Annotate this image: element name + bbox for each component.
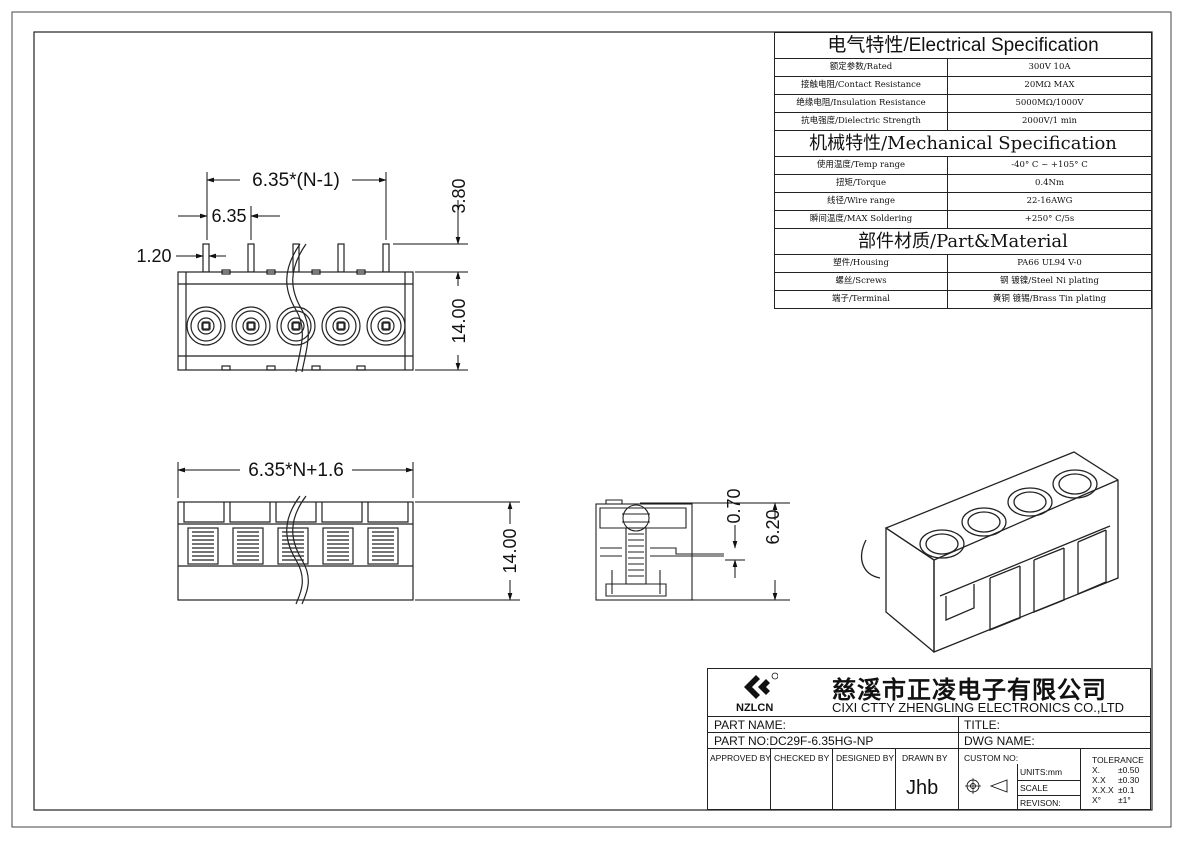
spec-value: 300V 10A bbox=[1028, 62, 1071, 72]
electrical-spec-rows: 额定参数/Rated 300V 10A 接触电阻/Contact Resistanc… bbox=[775, 58, 1151, 130]
mechanical-spec-rows: 使用温度/Temp range -40° C ~ +105° C 扭矩/Torque… bbox=[775, 156, 1151, 228]
spec-row: 端子/Terminal 黄铜 镀锡/Brass Tin plating bbox=[775, 291, 1151, 308]
spec-value: 20MΩ MAX bbox=[1024, 80, 1075, 90]
spec-value: 黄铜 镀锡/Brass Tin plating bbox=[992, 294, 1107, 304]
approved-by-label: APPROVED BY bbox=[710, 753, 771, 763]
spec-value: 5000MΩ/1000V bbox=[1015, 98, 1084, 108]
iso-holes bbox=[919, 469, 1098, 559]
spec-row: 塑件/Housing PA66 UL94 V-0 bbox=[775, 254, 1151, 273]
spec-value: -40° C ~ +105° C bbox=[1011, 160, 1088, 170]
company-name-cn: 慈溪市正凌电子有限公司 bbox=[832, 677, 1107, 704]
inner-frame bbox=[33, 31, 1153, 811]
tolerance-value: ±0.1 bbox=[1118, 785, 1135, 795]
company-name-en: CIXI CTTY ZHENGLING ELECTRONICS CO.,LTD bbox=[832, 700, 1125, 715]
spec-row: 线径/Wire range 22-16AWG bbox=[775, 193, 1151, 211]
dim-pitch: 6.35 bbox=[211, 206, 246, 226]
tolerance-value: ±0.50 bbox=[1118, 765, 1140, 775]
part-name-label: PART NAME: bbox=[714, 718, 787, 732]
spec-key: 线径/Wire range bbox=[775, 193, 948, 210]
spec-row: 使用温度/Temp range -40° C ~ +105° C bbox=[775, 156, 1151, 175]
tolerance-key: X° bbox=[1092, 795, 1102, 805]
drawn-by-label: DRAWN BY bbox=[902, 753, 948, 763]
tolerance-row: X.X.X ±0.1 bbox=[1092, 785, 1148, 795]
screw-heads bbox=[186, 306, 406, 346]
dim-body-height-top: 14.00 bbox=[449, 298, 469, 343]
title-label: TITLE: bbox=[964, 718, 1001, 732]
tolerance-value: ±1° bbox=[1118, 795, 1131, 805]
electrical-spec-title: 电气特性/Electrical Specification bbox=[827, 35, 1099, 56]
dim-pin-width: 1.20 bbox=[136, 246, 171, 266]
spec-row: 螺丝/Screws 钢 镀镍/Steel Ni plating bbox=[775, 273, 1151, 291]
title-block: NZLCN 慈溪市正凌电子有限公司 CIXI CTTY ZHENGLING EL… bbox=[707, 668, 1151, 810]
scale-label: SCALE bbox=[1020, 783, 1048, 793]
spec-key: 塑件/Housing bbox=[775, 255, 948, 272]
dim-body-height-side: 14.00 bbox=[500, 528, 520, 573]
spec-key: 端子/Terminal bbox=[775, 291, 948, 308]
terminal-springs bbox=[187, 527, 399, 565]
spec-key: 额定参数/Rated bbox=[775, 59, 948, 76]
spec-value: PA66 UL94 V-0 bbox=[1017, 258, 1082, 268]
dim-pitch-total: 6.35*(N-1) bbox=[252, 170, 340, 191]
top-view bbox=[177, 243, 414, 373]
spec-key: 螺丝/Screws bbox=[775, 273, 948, 290]
tolerance-key: X.X bbox=[1092, 775, 1106, 785]
tolerance-row: X° ±1° bbox=[1092, 795, 1148, 805]
section-view bbox=[595, 499, 724, 601]
tolerance-key: X.X.X bbox=[1092, 785, 1114, 795]
tolerance-title: TOLERANCE bbox=[1092, 755, 1144, 765]
projection-symbol-icon bbox=[965, 778, 1008, 794]
spec-row: 抗电强度/Dielectric Strength 2000V/1 min bbox=[775, 113, 1151, 130]
material-spec-rows: 塑件/Housing PA66 UL94 V-0 螺丝/Screws 钢 镀镍/Ste… bbox=[775, 254, 1151, 308]
specification-table: 电气特性/Electrical Specification 额定参数/Rated… bbox=[774, 32, 1152, 309]
material-spec-title: 部件材质/Part&Material bbox=[775, 228, 1151, 254]
spec-row: 额定参数/Rated 300V 10A bbox=[775, 58, 1151, 77]
spec-row: 绝缘电阻/Insulation Resistance 5000MΩ/1000V bbox=[775, 95, 1151, 113]
logo-area: NZLCN bbox=[708, 669, 816, 717]
pins bbox=[202, 243, 390, 273]
spec-key: 瞬间温度/MAX Soldering bbox=[775, 211, 948, 228]
dim-section-a: 0.70 bbox=[724, 488, 744, 523]
spec-key: 使用温度/Temp range bbox=[775, 157, 948, 174]
spec-value: 0.4Nm bbox=[1034, 178, 1064, 188]
tolerance-key: X. bbox=[1092, 765, 1101, 775]
spec-key: 绝缘电阻/Insulation Resistance bbox=[775, 95, 948, 112]
spec-value: +250° C/5s bbox=[1024, 214, 1075, 224]
revision-label: REVISON: bbox=[1020, 798, 1061, 808]
tolerance-value: ±0.30 bbox=[1118, 775, 1140, 785]
designed-by-label: DESIGNED BY bbox=[836, 753, 895, 763]
front-view bbox=[177, 495, 414, 605]
spec-row: 接触电阻/Contact Resistance 20MΩ MAX bbox=[775, 77, 1151, 95]
spec-row: 瞬间温度/MAX Soldering +250° C/5s bbox=[775, 211, 1151, 228]
outer-frame bbox=[11, 11, 1172, 828]
tolerance-row: X. ±0.50 bbox=[1092, 765, 1148, 775]
mechanical-spec-title: 机械特性/Mechanical Specification bbox=[775, 130, 1151, 156]
spec-key: 接触电阻/Contact Resistance bbox=[775, 77, 948, 94]
dwg-name-label: DWG NAME: bbox=[964, 734, 1035, 748]
dim-pin-height: 3.80 bbox=[449, 178, 469, 213]
spec-row: 扭矩/Torque 0.4Nm bbox=[775, 175, 1151, 193]
iso-slots bbox=[945, 529, 1107, 631]
spec-key: 扭矩/Torque bbox=[775, 175, 948, 192]
drawn-by-value: Jhb bbox=[906, 777, 939, 799]
logo-text: NZLCN bbox=[736, 702, 774, 714]
company-logo-icon bbox=[744, 672, 778, 699]
part-number: PART NO:DC29F-6.35HG-NP bbox=[714, 734, 874, 748]
units-label: UNITS:mm bbox=[1020, 767, 1063, 777]
tolerance-row: X.X ±0.30 bbox=[1092, 775, 1148, 785]
isometric-view bbox=[861, 451, 1119, 653]
spec-value: 钢 镀镍/Steel Ni plating bbox=[1000, 276, 1099, 286]
custom-no-label: CUSTOM NO: bbox=[964, 753, 1019, 763]
spec-value: 2000V/1 min bbox=[1022, 116, 1077, 126]
dim-total-length: 6.35*N+1.6 bbox=[248, 460, 344, 481]
spec-key: 抗电强度/Dielectric Strength bbox=[775, 113, 948, 130]
spec-value: 22-16AWG bbox=[1026, 196, 1073, 206]
dim-section-b: 6.20 bbox=[763, 509, 783, 544]
checked-by-label: CHECKED BY bbox=[774, 753, 830, 763]
